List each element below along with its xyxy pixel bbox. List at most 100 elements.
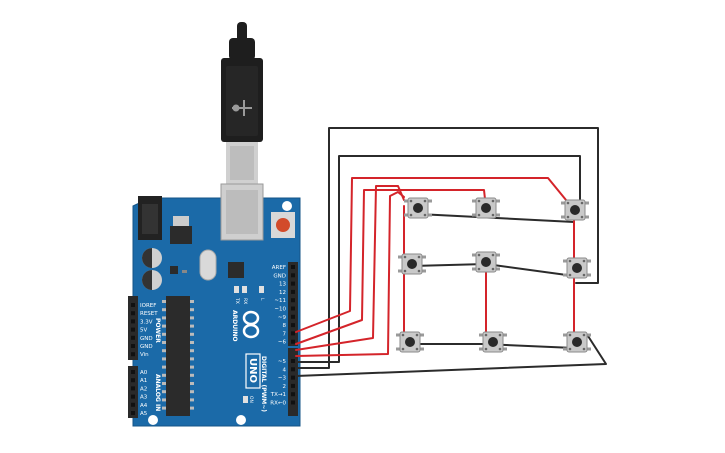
button-cap[interactable] <box>572 263 582 273</box>
cable-strain-relief <box>237 22 247 42</box>
header-pin[interactable] <box>291 265 295 269</box>
header-pin[interactable] <box>291 359 295 363</box>
header-pin[interactable] <box>131 327 135 332</box>
header-pin[interactable] <box>131 352 135 357</box>
usb-icon <box>232 100 252 116</box>
pin-label: ~11 <box>274 298 286 304</box>
header-pin[interactable] <box>291 331 295 336</box>
pin-label: 7 <box>283 331 287 337</box>
header-pin[interactable] <box>131 335 135 340</box>
pin-label: AREF <box>272 265 286 271</box>
header-pin[interactable] <box>131 411 135 415</box>
push-button[interactable] <box>472 197 500 219</box>
header-pin[interactable] <box>291 392 295 397</box>
header-pin[interactable] <box>291 323 295 328</box>
header-pin[interactable] <box>131 303 135 307</box>
header-pin[interactable] <box>291 383 295 388</box>
pin-label: 12 <box>279 290 286 296</box>
on-led-label: ON <box>248 396 254 403</box>
button-cap[interactable] <box>413 203 423 213</box>
usb-cable <box>221 22 263 184</box>
button-cap[interactable] <box>481 203 491 213</box>
pin-label: A1 <box>140 378 147 384</box>
header-pin[interactable] <box>131 311 135 316</box>
arduino-logo-icon <box>242 310 260 339</box>
pin-label: ~10 <box>274 307 286 313</box>
button-cap[interactable] <box>481 257 491 267</box>
pin-label: A3 <box>140 395 148 401</box>
header-pin[interactable] <box>131 370 135 374</box>
header-pin[interactable] <box>131 394 135 399</box>
pin-label: GND <box>140 336 153 342</box>
pin-label: ~9 <box>278 315 287 321</box>
pin-label: 2 <box>283 384 287 390</box>
jumper-wire[interactable] <box>295 191 405 357</box>
push-button[interactable] <box>404 197 432 219</box>
header-pin[interactable] <box>291 281 295 286</box>
header-pin[interactable] <box>131 402 135 407</box>
push-button[interactable] <box>472 251 500 273</box>
jumper-wire[interactable] <box>295 155 581 363</box>
jumper-wire[interactable] <box>295 189 487 345</box>
push-button[interactable] <box>396 331 424 353</box>
rx-led-label: RX <box>242 298 248 304</box>
header-pin[interactable] <box>291 298 295 303</box>
pin-label: A5 <box>140 411 148 417</box>
push-button[interactable] <box>561 199 589 221</box>
header-pin[interactable] <box>131 378 135 383</box>
header-pin[interactable] <box>291 289 295 294</box>
push-button[interactable] <box>398 253 426 275</box>
jumper-wire[interactable] <box>417 213 575 223</box>
l-led-label: L <box>259 298 265 301</box>
arduino-board: TX RX L ON ARDUINO UNO POWER ANALOG IN D… <box>128 183 301 427</box>
header-pin[interactable] <box>291 339 295 344</box>
pin-label: ~3 <box>278 376 287 382</box>
jumper-wire[interactable] <box>295 127 599 369</box>
header-pin[interactable] <box>291 367 295 372</box>
push-button[interactable] <box>563 331 591 353</box>
analog-header <box>128 366 138 418</box>
pin-label: 8 <box>283 323 287 329</box>
push-button[interactable] <box>479 331 507 353</box>
button-cap[interactable] <box>488 337 498 347</box>
header-pin[interactable] <box>291 273 295 278</box>
pin-label: RX←0 <box>270 401 286 407</box>
header-pin[interactable] <box>291 314 295 319</box>
digital-header-label: DIGITAL (PWM~) <box>260 356 267 412</box>
pin-label: ~6 <box>278 340 287 346</box>
tx-led-label: TX <box>234 297 240 304</box>
pin-label: RESET <box>140 311 158 317</box>
header-pin[interactable] <box>291 400 295 405</box>
power-header-label: POWER <box>154 318 161 343</box>
usb-chip <box>228 262 244 278</box>
digital-header-high <box>288 262 298 346</box>
button-cap[interactable] <box>407 259 417 269</box>
pin-label: 4 <box>283 367 287 373</box>
pin-label: A4 <box>140 403 148 409</box>
header-pin[interactable] <box>131 319 135 324</box>
microcontroller-chip <box>166 296 190 416</box>
button-cap[interactable] <box>570 205 580 215</box>
pin-label: A0 <box>140 370 148 376</box>
pin-label: Vin <box>140 352 149 358</box>
header-pin[interactable] <box>291 306 295 311</box>
pin-label: GND <box>140 344 153 350</box>
pin-label: 13 <box>279 282 286 288</box>
pin-label: TX→1 <box>270 392 286 398</box>
pin-label: 3.3V <box>140 319 153 325</box>
header-pin[interactable] <box>131 386 135 391</box>
brand-label: ARDUINO <box>231 310 238 341</box>
analog-header-label: ANALOG IN <box>154 374 161 411</box>
button-cap[interactable] <box>572 337 582 347</box>
pin-label: 5V <box>140 328 147 334</box>
button-cap[interactable] <box>405 337 415 347</box>
header-pin[interactable] <box>131 344 135 348</box>
header-pin[interactable] <box>291 375 295 380</box>
model-label: UNO <box>247 358 258 383</box>
pin-label: GND <box>273 273 286 279</box>
pin-label: ~5 <box>278 359 287 365</box>
jumper-wire[interactable] <box>295 177 575 333</box>
push-button[interactable] <box>563 257 591 279</box>
pin-label: IOREF <box>140 303 156 309</box>
